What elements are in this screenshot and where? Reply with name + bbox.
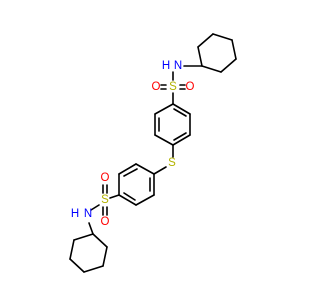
bond bbox=[118, 194, 137, 206]
bond bbox=[153, 166, 167, 175]
bond bbox=[135, 194, 155, 206]
bond bbox=[69, 239, 75, 260]
bond bbox=[123, 168, 138, 177]
molecule-diagram: N H S O O S S O O N H bbox=[69, 33, 237, 273]
bond bbox=[88, 222, 94, 235]
bond bbox=[118, 163, 137, 175]
bond bbox=[102, 246, 108, 267]
upper-O-right-label: O bbox=[186, 81, 195, 93]
bond bbox=[197, 33, 214, 48]
bond bbox=[172, 134, 191, 146]
bonds bbox=[69, 33, 237, 273]
bond bbox=[231, 39, 237, 60]
thioether-S-label: S bbox=[168, 157, 176, 169]
bond bbox=[201, 65, 222, 73]
upper-O-left-label: O bbox=[152, 81, 161, 93]
lower-N-label: N bbox=[84, 208, 92, 220]
bond bbox=[212, 33, 233, 41]
bond bbox=[172, 103, 191, 115]
bond bbox=[109, 194, 120, 199]
bond bbox=[197, 46, 203, 67]
bond bbox=[90, 204, 100, 211]
lower-O-left-label: O bbox=[101, 172, 110, 184]
lower-H-label: H bbox=[71, 208, 79, 220]
bond bbox=[154, 134, 174, 146]
atom-labels: N H S O O S S O O N H bbox=[71, 60, 195, 228]
lower-sulfonyl-S-label: S bbox=[101, 194, 109, 206]
upper-sulfonyl-S-label: S bbox=[169, 81, 177, 93]
bond bbox=[73, 233, 94, 241]
bond bbox=[220, 58, 237, 73]
bond bbox=[92, 233, 108, 248]
bond bbox=[69, 258, 85, 273]
bond bbox=[154, 103, 174, 115]
bond bbox=[135, 163, 155, 175]
bond bbox=[123, 192, 136, 201]
upper-H-label: H bbox=[162, 60, 170, 72]
bond bbox=[83, 265, 104, 273]
lower-O-right-label: O bbox=[101, 216, 110, 228]
bond bbox=[173, 108, 187, 117]
upper-N-label: N bbox=[174, 60, 182, 72]
bond bbox=[173, 132, 187, 141]
